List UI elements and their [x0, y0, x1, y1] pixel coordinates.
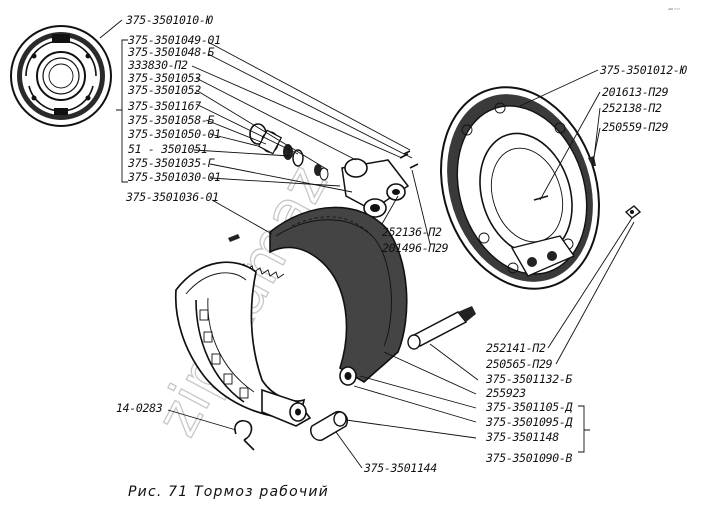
figure-caption: Рис. 71 Тормоз рабочий — [128, 484, 329, 500]
label-375-3501012-yu: 375-3501012-Ю — [599, 63, 687, 77]
label-375-3501167: 375-3501167 — [127, 99, 201, 113]
label-375-3501010-yu: 375-3501010-Ю — [125, 13, 213, 27]
label-250565-p29: 250565-П29 — [486, 357, 553, 371]
label-375-3501132-b: 375-3501132-Б — [485, 372, 572, 386]
label-375-3501052: 375-3501052 — [127, 83, 201, 97]
label-252138-p2: 252138-П2 — [602, 101, 662, 115]
leader-lines — [99, 19, 635, 469]
label-375-3501148: 375-3501148 — [485, 430, 559, 444]
label-375-3501095-d: 375-3501095-Д — [485, 415, 573, 429]
label-375-3501048-b: 375-3501048-Б — [127, 45, 214, 59]
label-51-3501051: 51 - 3501051 — [128, 142, 207, 156]
label-375-3501030-01: 375-3501030-01 — [127, 170, 221, 184]
label-375-3501105-d: 375-3501105-Д — [485, 400, 573, 414]
label-375-3501090-v: 375-3501090-В — [485, 451, 572, 465]
label-375-3501036-01: 375-3501036-01 — [125, 190, 219, 204]
backing-plate — [440, 86, 600, 290]
label-252136-p2: 252136-П2 — [382, 225, 442, 239]
brake-shoe-lower — [174, 261, 348, 451]
label-250559-p29: 250559-П29 — [602, 120, 669, 134]
label-333830-p2: 333830-П2 — [127, 58, 188, 72]
right-bracket — [578, 405, 590, 453]
label-375-3501049-01: 375-3501049-01 — [127, 33, 221, 47]
label-375-3501053: 375-3501053 — [127, 71, 201, 85]
label-375-3501144: 375-3501144 — [363, 461, 437, 475]
label-201613-p29: 201613-П29 — [602, 85, 669, 99]
eccentric-pin — [407, 205, 642, 350]
label-375-3501058-b: 375-3501058-Б — [127, 113, 214, 127]
corner-mark: ᵃᴹ ᵔᵔᵔ — [668, 8, 680, 14]
assembled-brake-view — [10, 25, 112, 127]
label-252141-p2: 252141-П2 — [486, 341, 546, 355]
label-375-3501050-01: 375-3501050-01 — [127, 127, 221, 141]
label-375-3501035-g: 375-3501035-Г — [127, 156, 215, 170]
part-labels: 375-3501010-Ю 375-3501049-01 375-3501048… — [116, 13, 688, 475]
label-255923: 255923 — [486, 386, 526, 400]
label-14-0283: 14-0283 — [116, 401, 163, 415]
label-201496-p29: 201496-П29 — [382, 241, 449, 255]
left-bracket — [116, 39, 128, 183]
